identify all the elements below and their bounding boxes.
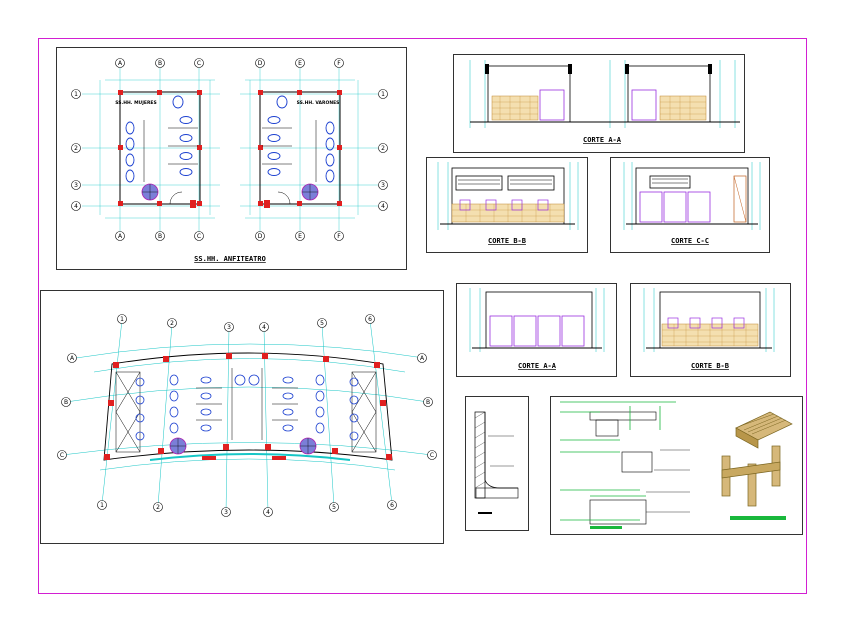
plan-women: SS.HH. MUJERES — [82, 68, 220, 232]
axis-col-d-bottom: D — [258, 233, 263, 240]
axis-row-a-left: A — [70, 355, 75, 362]
bench-detail-panel — [550, 396, 803, 535]
axis-row-2-right: 2 — [381, 145, 385, 152]
axis-row-c-left: C — [60, 452, 64, 459]
section-aa-top-title: CORTE A-A — [583, 136, 622, 144]
axis-row-a-right: A — [420, 355, 425, 362]
axis-row-1-left: 1 — [74, 91, 78, 98]
axis-col-a-top: A — [118, 60, 123, 67]
axis-col-1-top: 1 — [120, 316, 124, 323]
plan-bottom-panel: A B C A B C 1 2 3 4 5 6 1 2 3 4 5 6 — [40, 290, 444, 544]
axis-row-b-right: B — [426, 399, 430, 406]
axis-col-b-top: B — [158, 60, 162, 67]
axis-row-3-left: 3 — [74, 182, 78, 189]
axis-col-5-top: 5 — [320, 320, 324, 327]
axis-col-e-bottom: E — [298, 233, 302, 240]
sheet-border — [38, 38, 807, 594]
section-bb-top-panel: CORTE B-B — [426, 157, 588, 253]
axis-col-c-top: C — [197, 60, 201, 67]
section-bb-bottom-title: CORTE B-B — [691, 362, 729, 370]
axis-col-6-top: 6 — [368, 316, 372, 323]
axis-col-f-bottom: F — [337, 233, 341, 240]
axis-col-a-bottom: A — [118, 233, 123, 240]
plan-men: SS.HH. VARONES — [240, 68, 378, 232]
axis-col-4-bottom: 4 — [266, 509, 270, 516]
axis-col-3-bottom: 3 — [224, 509, 228, 516]
axis-col-d-top: D — [258, 60, 263, 67]
axis-col-e-top: E — [298, 60, 302, 67]
room-label-men: SS.HH. VARONES — [297, 100, 340, 106]
axis-row-4-right: 4 — [381, 203, 385, 210]
wall-detail-panel — [465, 396, 529, 531]
section-bb-bottom-panel: CORTE B-B — [630, 283, 791, 377]
axis-col-2-top: 2 — [170, 320, 174, 327]
axis-row-c-right: C — [430, 452, 434, 459]
axis-row-b-left: B — [64, 399, 68, 406]
plan-top-title: SS.HH. ANFITEATRO — [194, 255, 266, 263]
axis-col-3-top: 3 — [227, 324, 231, 331]
axis-row-1-right: 1 — [381, 91, 385, 98]
section-cc-title: CORTE C-C — [671, 237, 709, 245]
section-aa-top-panel: CORTE A-A — [453, 54, 745, 153]
plan-top-frame — [56, 47, 407, 270]
section-bb-top-title: CORTE B-B — [488, 237, 526, 245]
axis-bubbles-top — [71, 58, 388, 241]
section-aa-bottom-panel: CORTE A-A — [456, 283, 617, 377]
axis-row-4-left: 4 — [74, 203, 78, 210]
axis-row-2-left: 2 — [74, 145, 78, 152]
section-aa-bottom-title: CORTE A-A — [518, 362, 557, 370]
plan-top-panel: SS.HH. MUJERES — [56, 47, 407, 270]
axis-col-4-top: 4 — [262, 324, 266, 331]
section-cc-panel: CORTE C-C — [610, 157, 770, 253]
axis-col-b-bottom: B — [158, 233, 162, 240]
axis-row-3-right: 3 — [381, 182, 385, 189]
axis-col-6-bottom: 6 — [390, 502, 394, 509]
axis-col-f-top: F — [337, 60, 341, 67]
axis-col-1-bottom: 1 — [100, 502, 104, 509]
room-label-women: SS.HH. MUJERES — [115, 100, 156, 106]
axis-col-c-bottom: C — [197, 233, 201, 240]
axis-col-2-bottom: 2 — [156, 504, 160, 511]
axis-col-5-bottom: 5 — [332, 504, 336, 511]
